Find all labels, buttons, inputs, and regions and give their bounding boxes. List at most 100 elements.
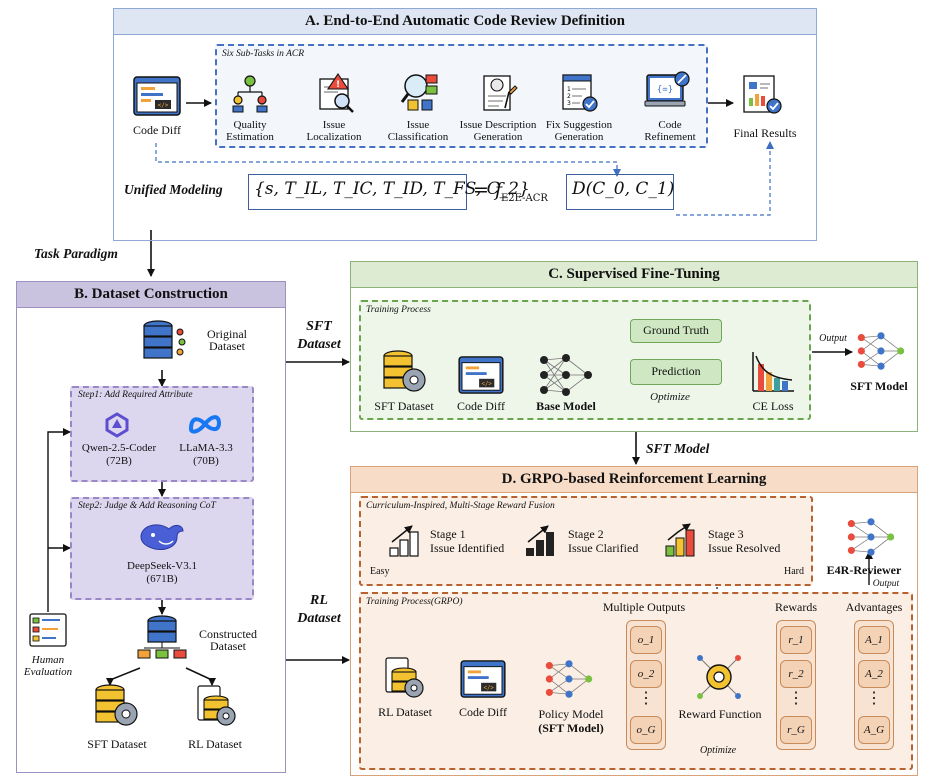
task-code-refinement: Code Refinement — [644, 119, 696, 143]
task-issue-description: Issue Description Generation — [459, 119, 537, 143]
stage1-desc: Issue Identified — [430, 541, 505, 555]
panel-b: B. Dataset Construction — [16, 281, 286, 773]
step1-label: Step1: Add Required Attribute — [78, 390, 193, 400]
svg-text:</>: </> — [482, 381, 493, 387]
grpo-training-label: Training Process(GRPO) — [366, 597, 463, 607]
human-evaluation-icon — [29, 613, 67, 647]
code-diff-c-icon: </> — [458, 356, 504, 394]
subtasks-label: Six Sub-Tasks in ACR — [222, 49, 305, 59]
policy-model-icon — [545, 660, 593, 698]
panel-d-title: D. GRPO-based Reinforcement Learning — [351, 467, 917, 493]
reward-function-label: Reward Function — [678, 707, 762, 721]
output-d-label: Output — [872, 579, 900, 589]
rl-dataset-side-label: RL Dataset — [297, 593, 341, 626]
final-results-icon — [743, 75, 782, 114]
stage2-name: Stage 2 — [568, 527, 604, 541]
task-fix-suggestion: Fix Suggestion Generation — [545, 119, 613, 143]
rl-dataset-d-label: RL Dataset — [378, 705, 432, 719]
policy-model-sub-label: (SFT Model) — [538, 721, 604, 735]
output-g: o_G — [630, 716, 662, 744]
prediction-box: Prediction — [630, 359, 722, 385]
panel-c: C. Supervised Fine-Tuning — [350, 261, 918, 432]
sft-dataset-icon — [95, 684, 138, 726]
advantage-1: A_1 — [858, 626, 890, 654]
step1-box — [70, 386, 254, 482]
ce-loss-label: CE Loss — [752, 399, 794, 413]
policy-model-label: Policy Model — [538, 707, 604, 721]
curriculum-label: Curriculum-Inspired, Multi-Stage Reward … — [366, 501, 555, 511]
sft-training-box — [359, 300, 811, 420]
issue-localization-icon: ! — [319, 73, 354, 113]
task-quality-estimation: Quality Estimation — [226, 119, 274, 143]
issue-description-icon — [483, 75, 518, 111]
output-2: o_2 — [630, 660, 662, 688]
rl-dataset-b-icon — [197, 685, 236, 726]
ce-loss-icon — [752, 352, 794, 392]
sft-model-icon — [857, 332, 905, 370]
formula-left: {s, T_IL, T_IC, T_ID, T_FS, C_2} — [254, 179, 530, 199]
output-c-label: Output — [819, 333, 847, 344]
sft-dataset-side-label: SFT Dataset — [297, 319, 341, 352]
model2-size: (70B) — [193, 455, 219, 467]
sft-dataset-c-icon — [383, 350, 426, 392]
task-issue-localization: Issue Localization — [306, 119, 362, 143]
e4r-reviewer-label: E4R-Reviewer — [826, 563, 902, 577]
formula-sub: E2E-ACR — [501, 193, 548, 204]
svg-text:2: 2 — [567, 93, 571, 100]
code-diff-d-label: Code Diff — [458, 705, 508, 719]
model3-size: (671B) — [146, 573, 178, 585]
advantage-g: A_G — [858, 716, 890, 744]
panel-a: A. End-to-End Automatic Code Review Defi… — [113, 8, 817, 241]
optimize-d-label: Optimize — [699, 745, 737, 756]
sft-dataset-c-label: SFT Dataset — [374, 399, 434, 413]
stage2-desc: Issue Clarified — [568, 541, 639, 555]
ground-truth-box: Ground Truth — [630, 319, 722, 343]
code-diff-icon: </> — [133, 76, 181, 116]
advantage-dots: ⋮ — [866, 690, 882, 707]
meta-logo-icon — [188, 415, 222, 434]
sft-training-label: Training Process — [366, 305, 431, 315]
hard-label: Hard — [784, 566, 804, 577]
model2-name: LLaMA-3.3 — [179, 442, 233, 454]
formula-eq: = f — [473, 179, 502, 201]
reward-1: r_1 — [780, 626, 812, 654]
deepseek-logo-icon — [140, 524, 184, 550]
human-evaluation-label: Human Evaluation — [23, 654, 73, 678]
svg-text:</>: </> — [484, 685, 495, 691]
model3-name: DeepSeek-V3.1 — [127, 560, 197, 572]
code-diff-c-label: Code Diff — [456, 399, 506, 413]
code-diff-label: Code Diff — [132, 123, 182, 137]
code-refinement-icon: {=} — [644, 71, 690, 107]
formula-left-box — [248, 174, 467, 210]
advantages-label: Advantages — [845, 600, 903, 614]
stage2-icon — [526, 525, 554, 556]
model1-name: Qwen-2.5-Coder — [81, 442, 157, 454]
reward-dots: ⋮ — [788, 690, 804, 707]
model1-size: (72B) — [106, 455, 132, 467]
constructed-dataset-label: Constructed Dataset — [199, 627, 257, 653]
sft-dataset-b-label: SFT Dataset — [87, 737, 147, 751]
stage1-name: Stage 1 — [430, 527, 466, 541]
output-1: o_1 — [630, 626, 662, 654]
fix-suggestion-icon: 1 2 3 — [562, 74, 598, 112]
step2-label: Step2: Judge & Add Reasoning CoT — [78, 501, 216, 511]
advantage-2: A_2 — [858, 660, 890, 688]
svg-text:3: 3 — [567, 100, 571, 107]
base-model-label: Base Model — [536, 399, 596, 413]
optimize-c-label: Optimize — [650, 391, 690, 403]
stage3-name: Stage 3 — [708, 527, 744, 541]
sft-model-c-label: SFT Model — [850, 379, 908, 393]
panel-b-title: B. Dataset Construction — [17, 282, 285, 308]
rl-dataset-b-label: RL Dataset — [188, 737, 242, 751]
panel-d: D. GRPO-based Reinforcement Learning — [350, 466, 918, 776]
curriculum-box — [359, 496, 813, 586]
reward-function-icon — [697, 655, 741, 699]
svg-text:!: ! — [336, 80, 340, 90]
formula-right: D(C_0, C_1) — [572, 179, 675, 199]
base-model-icon — [540, 354, 592, 396]
final-results-label: Final Results — [733, 126, 797, 140]
easy-label: Easy — [370, 566, 390, 577]
stage3-icon — [665, 523, 695, 557]
rewards-label: Rewards — [775, 600, 817, 614]
sft-model-mid-label: SFT Model — [646, 441, 710, 456]
